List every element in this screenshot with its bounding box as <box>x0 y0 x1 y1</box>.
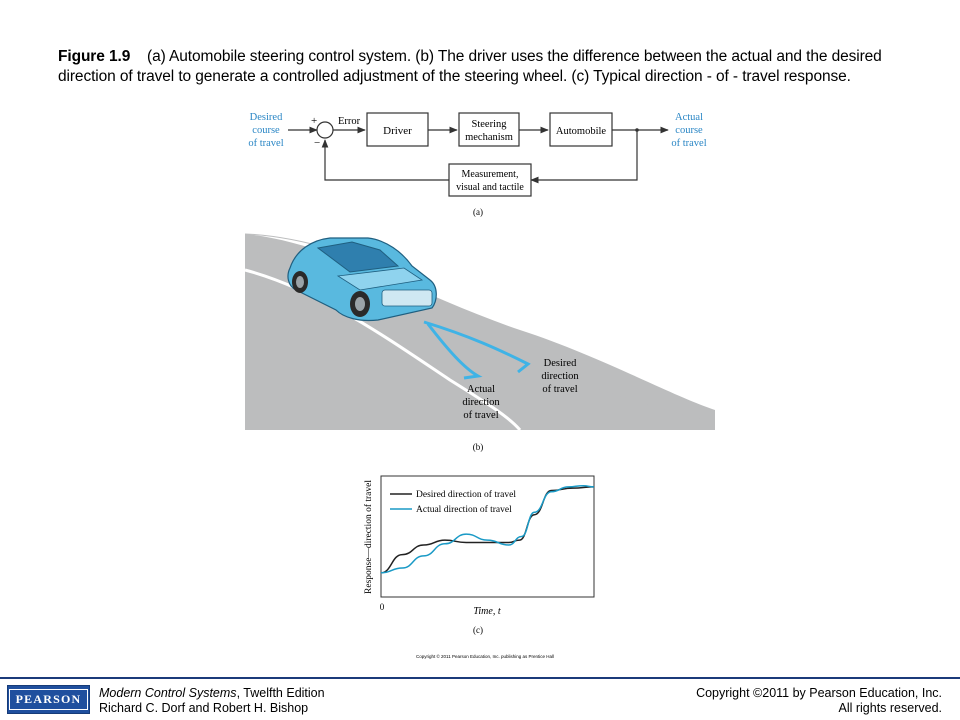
legend-label-desired: Desired direction of travel <box>416 489 516 500</box>
y-axis-label: Response—direction of travel <box>363 480 374 594</box>
footer-rule <box>0 677 960 679</box>
input-label: Desired course of travel <box>248 112 283 149</box>
panel-label-b: (b) <box>473 442 484 452</box>
legend-label-actual: Actual direction of travel <box>416 504 512 515</box>
steering-label-line-2: mechanism <box>465 132 513 143</box>
actual-label-line-3: of travel <box>463 410 498 421</box>
small-copyright-notice: Copyright © 2011 Pearson Education, Inc.… <box>416 653 554 659</box>
response-chart: Response—direction of travel 0 Time, t D… <box>363 475 595 635</box>
output-label-line-2: course <box>675 125 703 136</box>
measurement-label-line-1: Measurement, <box>462 169 519 180</box>
legend: Desired direction of travel Actual direc… <box>390 489 516 515</box>
error-label: Error <box>338 116 361 127</box>
rights-line: All rights reserved. <box>838 701 942 715</box>
book-info: Modern Control Systems, Twelfth Edition … <box>99 686 325 716</box>
actual-direction-label: Actual direction of travel <box>462 384 500 421</box>
steering-label-line-1: Steering <box>472 119 508 130</box>
automobile-block <box>549 112 613 147</box>
slide-footer: PEARSON Modern Control Systems, Twelfth … <box>0 677 960 720</box>
direction-arrows <box>423 320 531 380</box>
plus-sign: + <box>311 115 317 127</box>
figure-canvas: Desired course of travel + − Error Drive… <box>244 112 715 659</box>
copyright-line: Copyright ©2011 by Pearson Education, In… <box>696 686 942 700</box>
output-label-line-3: of travel <box>671 138 706 149</box>
panel-label-a: (a) <box>473 207 483 217</box>
block-diagram: Desired course of travel + − Error Drive… <box>248 112 706 217</box>
caption-text: (a) Automobile steering control system. … <box>58 48 882 85</box>
desired-direction-label: Desired direction of travel <box>541 358 579 395</box>
book-edition: , Twelfth Edition <box>236 686 325 700</box>
book-authors: Richard C. Dorf and Robert H. Bishop <box>99 701 309 715</box>
figure-label: Figure 1.9 <box>58 48 131 65</box>
panel-label-c: (c) <box>473 625 483 635</box>
logo-text: PEARSON <box>8 689 89 710</box>
x-axis-label: Time, t <box>473 606 500 617</box>
driver-label: Driver <box>383 125 412 137</box>
driver-block <box>366 112 429 147</box>
output-label: Actual course of travel <box>671 112 706 149</box>
pearson-logo: PEARSON <box>7 685 90 714</box>
actual-label-line-2: direction <box>462 397 500 408</box>
automobile-label: Automobile <box>556 126 607 137</box>
feedback-path-out <box>530 130 638 184</box>
input-label-line-2: course <box>252 125 280 136</box>
feedback-path-in <box>321 139 449 181</box>
desired-label-line-2: direction <box>541 371 579 382</box>
desired-label-line-1: Desired <box>544 358 577 369</box>
road-illustration: Desired direction of travel Actual direc… <box>244 233 715 452</box>
copyright-info: Copyright ©2011 by Pearson Education, In… <box>696 686 942 716</box>
actual-direction-arrow <box>426 323 483 380</box>
summing-junction <box>316 121 334 139</box>
car-icon <box>287 237 437 322</box>
origin-label: 0 <box>380 602 385 612</box>
book-title: Modern Control Systems <box>99 686 237 700</box>
input-label-line-3: of travel <box>248 138 283 149</box>
chart-frame <box>380 475 595 598</box>
actual-label-line-1: Actual <box>467 384 495 395</box>
minus-sign: − <box>314 137 320 149</box>
output-label-line-1: Actual <box>675 112 703 123</box>
steering-block <box>458 112 520 147</box>
desired-direction-arrow <box>423 320 531 374</box>
desired-label-line-3: of travel <box>542 384 577 395</box>
input-label-line-1: Desired <box>250 112 283 123</box>
series-line-actual <box>380 484 595 574</box>
figure-caption: Figure 1.9 (a) Automobile steering contr… <box>58 47 898 87</box>
measurement-label-line-2: visual and tactile <box>456 182 524 193</box>
